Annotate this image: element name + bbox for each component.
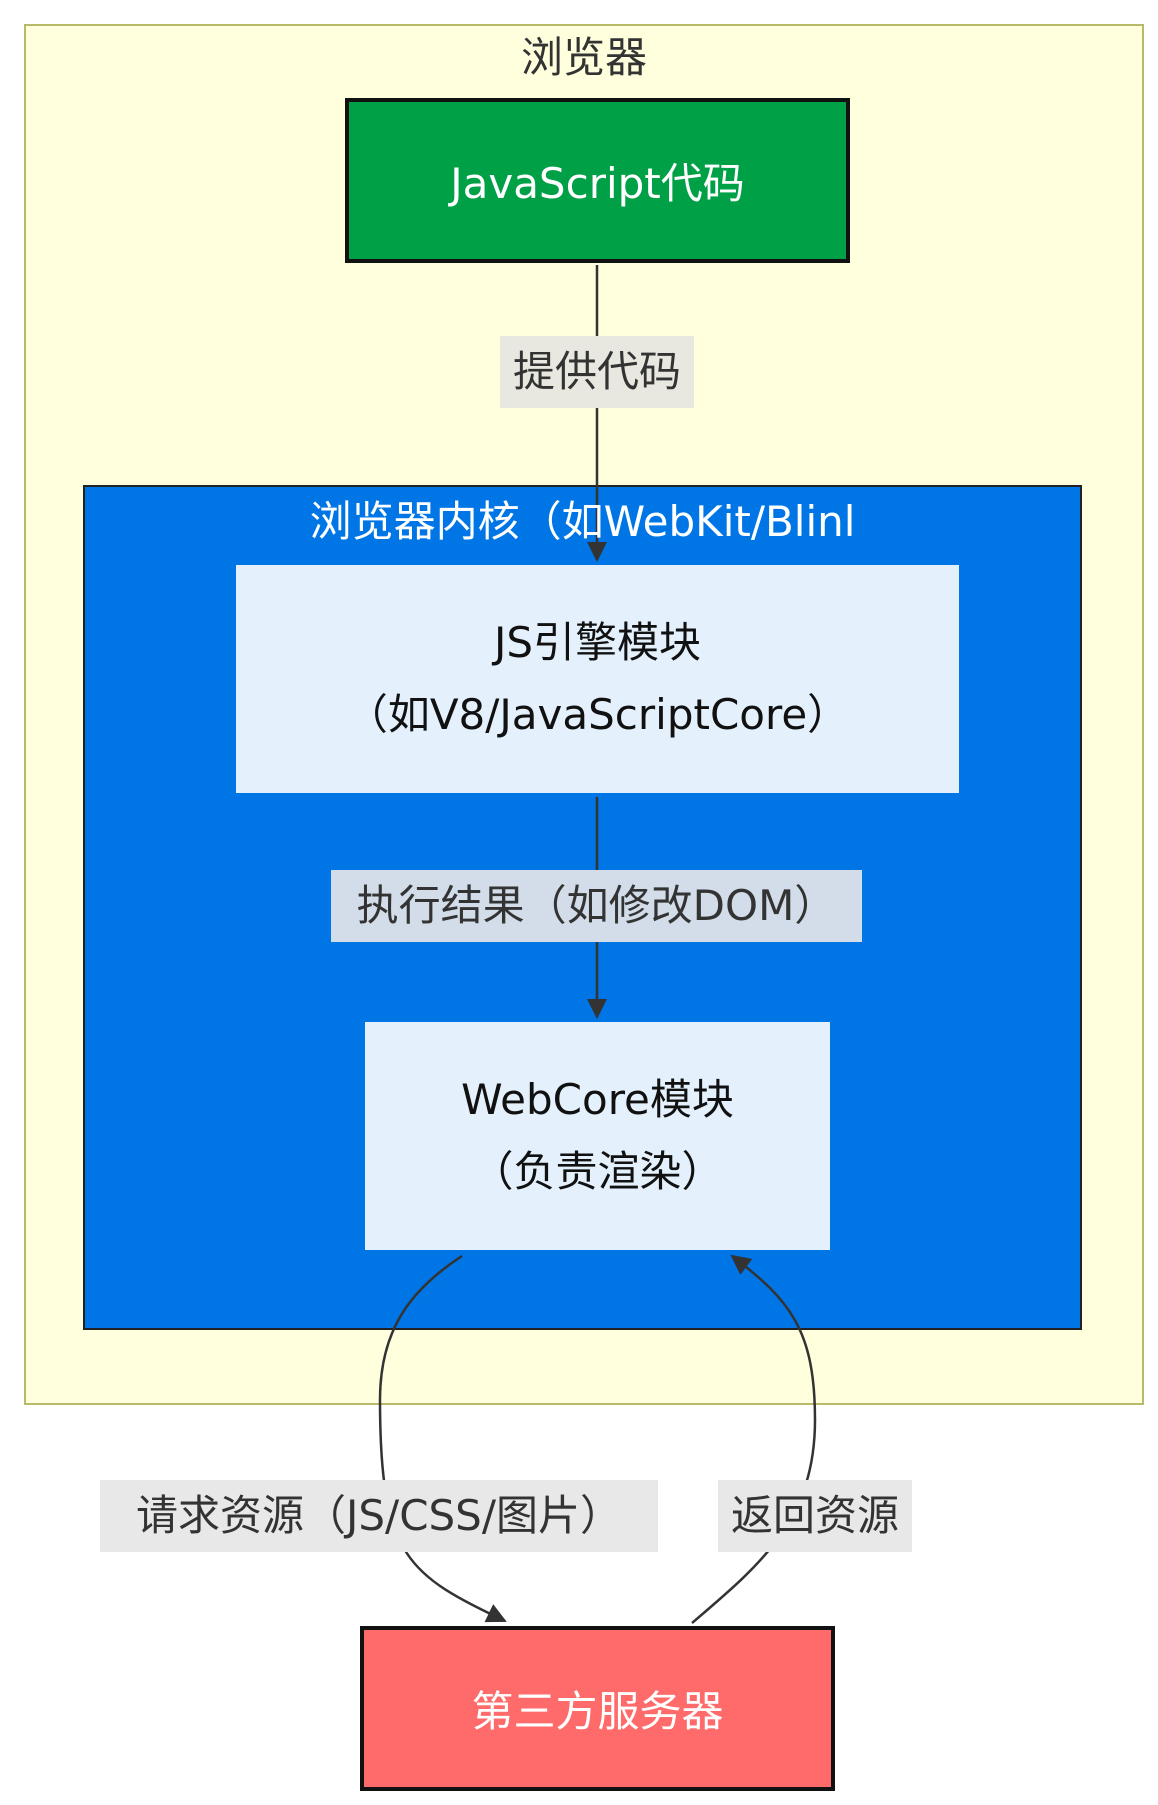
javascript-code-label: JavaScript代码 (450, 159, 745, 208)
third-party-server-label: 第三方服务器 (471, 1687, 724, 1736)
edge-label-provide-code: 提供代码 (500, 336, 694, 408)
kernel-cluster-title: 浏览器内核（如WebKit/Blinl (309, 497, 856, 546)
webcore-subtitle: （负责渲染） (471, 1147, 724, 1196)
js-engine-node: JS引擎模块 （如V8/JavaScriptCore） (236, 565, 959, 793)
edge-request-resource (378, 1254, 507, 1623)
third-party-server-node: 第三方服务器 (360, 1626, 835, 1791)
browser-cluster-title: 浏览器 (520, 33, 647, 82)
edge-label-exec-result: 执行结果（如修改DOM） (331, 870, 862, 942)
javascript-code-node: JavaScript代码 (345, 98, 850, 263)
edge-label-return-resource: 返回资源 (718, 1480, 912, 1552)
js-engine-subtitle: （如V8/JavaScriptCore） (345, 690, 850, 739)
js-engine-title: JS引擎模块 (493, 618, 702, 667)
webcore-title: WebCore模块 (461, 1075, 734, 1124)
edge-label-request-resource: 请求资源（JS/CSS/图片） (100, 1480, 658, 1552)
webcore-node: WebCore模块 （负责渲染） (365, 1022, 830, 1250)
edge-return-resource (691, 1254, 817, 1624)
